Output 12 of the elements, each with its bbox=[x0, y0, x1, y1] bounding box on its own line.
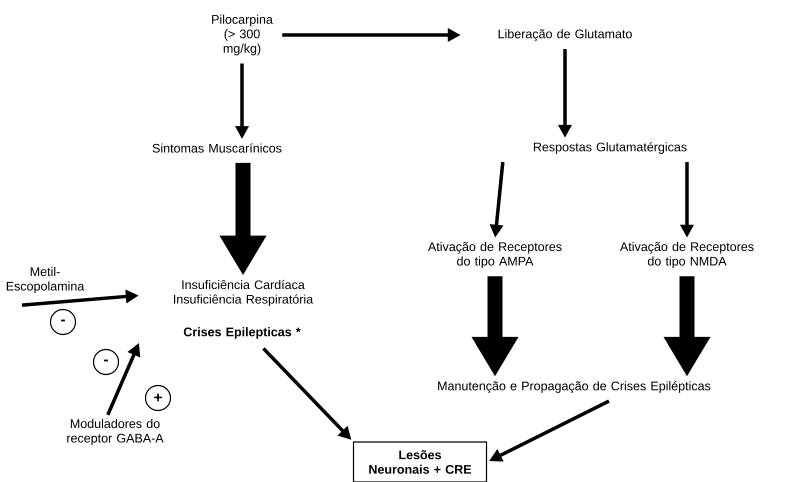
text-label: Manutenção e Propagação de Crises Epilépticas bbox=[438, 381, 710, 393]
text-label: Ativação de Receptores do tipo AMPA bbox=[428, 242, 562, 268]
outcome-box: Lesões Neuronais + CRE bbox=[352, 441, 488, 482]
text-label: Ativação de Receptores do tipo NMDA bbox=[620, 242, 754, 268]
text-label: Metil-Escopolamina bbox=[6, 266, 84, 294]
text-label: Respostas Glutamatérgicas bbox=[534, 142, 687, 154]
text-label: Insuficiência Cardíaca Insuficiência Respiratória bbox=[174, 280, 314, 306]
text-label: Sintomas Muscarínicos bbox=[152, 143, 282, 153]
text-label: Crises Epilepticas * bbox=[184, 327, 301, 339]
text-label: Moduladores do receptor GABA-A bbox=[67, 418, 164, 446]
text-label: Pilocarpina (> 300 mg/kg) bbox=[212, 14, 273, 56]
text-label: Liberação de Glutamato bbox=[498, 29, 632, 41]
